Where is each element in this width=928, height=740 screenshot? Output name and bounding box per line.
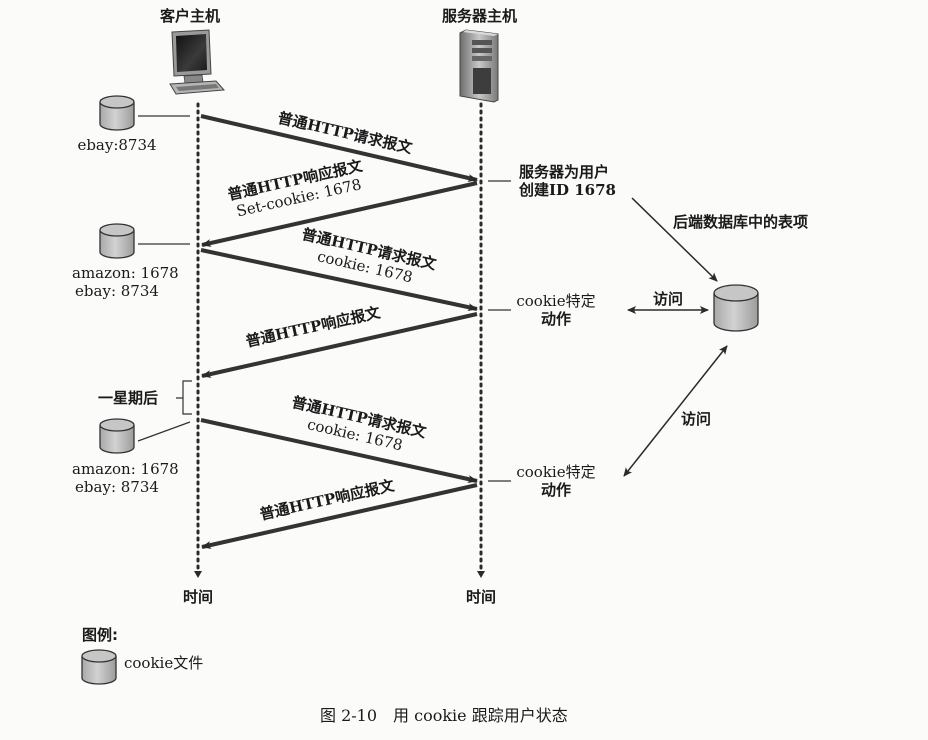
cookie-file-label-1: ebay:8734 [72,136,162,154]
server-action-label-1: 服务器为用户 创建ID 1678 [519,163,616,199]
access-arrow-2 [623,345,728,477]
time-gap-label: 一星期后 [98,389,159,407]
cookie-file-label-2: amazon: 1678 ebay: 8734 [72,264,179,300]
cookie-file-icon-2 [99,223,135,259]
backend-database-icon [713,284,759,332]
server-action-line1: 服务器为用户 [519,163,610,181]
time-gap-bracket [176,380,192,415]
cookie-file-label-3: amazon: 1678 ebay: 8734 [72,460,179,496]
server-action-line2: 动作 [540,481,571,499]
cookie-entry: amazon: 1678 [72,264,179,282]
access-label-1: 访问 [653,290,684,308]
message-arrow-2 [201,181,478,247]
cookie-entry: ebay: 8734 [75,282,159,300]
legend-title: 图例: [82,626,118,644]
message-arrow-3 [200,248,478,312]
message-arrow-6 [201,483,478,549]
client-computer-icon [169,29,226,95]
server-action-line2: 创建ID 1678 [519,181,616,199]
message-arrow-4 [201,312,478,378]
cookie-entry: ebay:8734 [77,136,157,154]
backend-db-label: 后端数据库中的表项 [673,213,809,231]
message-arrow-5 [200,418,478,483]
access-label-2: 访问 [681,410,712,428]
cookie-file-connector-3 [137,421,191,442]
server-time-label: 时间 [466,588,497,606]
message-arrow-1 [200,114,478,182]
server-timeline-arrowhead [477,571,485,578]
cookie-entry: ebay: 8734 [75,478,159,496]
server-action-line1: cookie特定 [516,463,596,481]
db-entry-pointer-arrow [631,197,718,282]
client-host-title: 客户主机 [160,7,221,25]
legend-cookie-file-icon [81,649,117,685]
cookie-file-icon-3 [99,418,135,454]
client-time-label: 时间 [183,588,214,606]
cookie-file-icon-1 [99,95,135,131]
figure-caption: 图 2-10 用 cookie 跟踪用户状态 [320,706,568,725]
server-tower-icon [459,29,499,103]
client-timeline-arrowhead [194,571,202,578]
server-action-label-3: cookie特定 动作 [508,463,604,499]
server-action-label-2: cookie特定 动作 [508,292,604,328]
server-host-title: 服务器主机 [442,7,518,25]
legend-item-label: cookie文件 [124,654,204,672]
server-action-line1: cookie特定 [516,292,596,310]
cookie-entry: amazon: 1678 [72,460,179,478]
server-action-line2: 动作 [540,310,571,328]
